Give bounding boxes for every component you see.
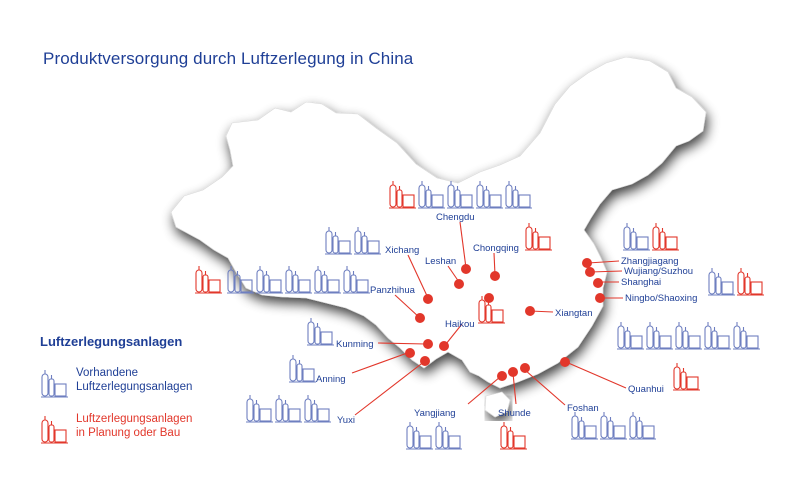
city-label-quanhui: Quanhui xyxy=(628,384,664,395)
city-label-xiangtan: Xiangtan xyxy=(555,308,593,319)
legend-planned: Luftzerlegungsanlagen in Planung oder Ba… xyxy=(40,412,192,446)
city-label-ningbo-shaoxing: Ningbo/Shaoxing xyxy=(625,293,697,304)
existing-plant-icon xyxy=(40,369,69,398)
map-title: Produktversorgung durch Luftzerlegung in… xyxy=(43,49,414,68)
site-markers xyxy=(405,258,605,381)
legend-existing: Vorhandene Luftzerlegungsanlagen xyxy=(40,366,192,400)
legend-planned-line1: Luftzerlegungsanlagen xyxy=(76,413,193,425)
city-label-wujiang-suzhou: Wujiang/Suzhou xyxy=(624,266,693,277)
legend-planned-line2: in Planung oder Bau xyxy=(76,427,181,439)
city-label-anning: Anning xyxy=(316,374,346,385)
city-label-leshan: Leshan xyxy=(425,256,456,267)
legend-existing-line2: Luftzerlegungsanlagen xyxy=(76,381,193,393)
city-label-zhangjiagang: Zhangjiagang xyxy=(621,256,679,267)
legend-existing-line1: Vorhandene xyxy=(76,367,139,379)
hainan-island xyxy=(484,391,511,418)
city-label-xichang: Xichang xyxy=(385,245,419,256)
city-label-yuxi: Yuxi xyxy=(337,415,355,426)
city-label-yangjiang: Yangjiang xyxy=(414,408,456,419)
city-label-kunming: Kunming xyxy=(336,339,374,350)
legend-heading: Luftzerlegungsanlagen xyxy=(40,334,183,349)
city-label-chongqing: Chongqing xyxy=(473,243,519,254)
city-labels: Chengdu Chongqing Leshan Xichang Panzhih… xyxy=(316,212,697,426)
city-label-haikou: Haikou xyxy=(445,319,475,330)
planned-plant-icon xyxy=(40,415,69,444)
city-label-foshan: Foshan xyxy=(567,403,599,414)
city-label-panzhihua: Panzhihua xyxy=(370,285,416,296)
city-label-shanghai: Shanghai xyxy=(621,277,661,288)
city-label-shunde: Shunde xyxy=(498,408,531,419)
city-label-chengdu: Chengdu xyxy=(436,212,475,223)
